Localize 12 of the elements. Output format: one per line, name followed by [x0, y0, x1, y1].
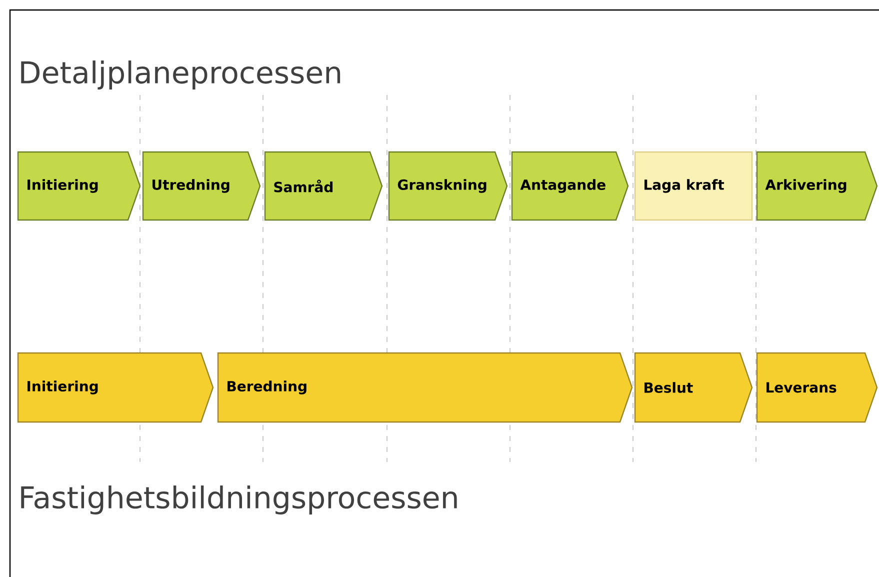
chevron-step: Initiering — [17, 352, 214, 423]
title: Detaljplaneprocessen — [21, 60, 340, 90]
chevron-step: Beslut — [634, 352, 753, 423]
chevron-step: Samråd — [264, 151, 383, 221]
chevron-step: Leverans — [756, 352, 878, 423]
chevron-step: Initiering — [17, 151, 141, 221]
process-heading: Fastighetsbildningsprocessen — [21, 485, 457, 514]
chevron-step: Utredning — [142, 151, 261, 221]
chevron-step: Laga kraft — [634, 151, 753, 221]
chevron-step: Arkivering — [756, 151, 878, 221]
chevron-step: Granskning — [388, 151, 508, 221]
chevron-step: Antagande — [511, 151, 629, 221]
